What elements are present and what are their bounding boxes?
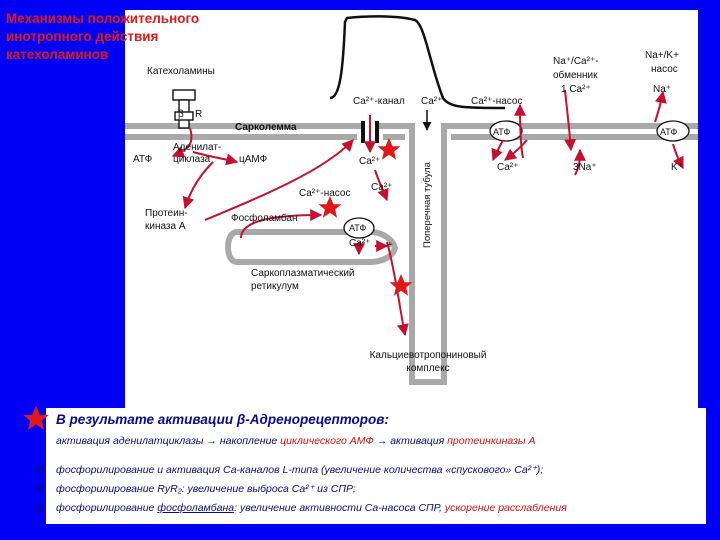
label-troponin: комплекс: [406, 363, 450, 374]
label-sarcolemma: Сарколемма: [235, 122, 297, 133]
bullet-text: фосфорилирование RyR₂: увеличение выброс…: [56, 483, 356, 495]
diagram-svg: [125, 15, 698, 385]
bullet-text-relaxation: ускорение расслабления: [444, 502, 567, 514]
atp-pump-nak: [656, 120, 690, 142]
bullet-marker-icon: Ø: [36, 502, 45, 514]
label-protein-kinase: киназа А: [145, 221, 186, 232]
label-atp-sr: АТФ: [349, 223, 367, 233]
label-t-tubule: Поперечная тубула: [422, 162, 433, 248]
label-ca-pump-sr: Ca²⁺-насос: [299, 188, 351, 199]
label-ca-below-channel: Ca²⁺: [359, 156, 381, 167]
ca-channel: [361, 121, 365, 143]
bullet-text: фосфорилирование и активация Са-каналов …: [56, 464, 544, 476]
atp-pump-membrane: [489, 120, 523, 142]
star-icon: [23, 405, 49, 430]
title-line: инотропного действия: [6, 29, 159, 44]
label-atp-right: АТФ: [660, 127, 678, 137]
title-line: катехоламинов: [6, 47, 109, 62]
diagram-panel: Катехоламины β R Сарколемма АТФ Аденилат…: [125, 10, 698, 408]
label-phospholamban: Фосфоламбан: [231, 213, 298, 224]
label-camp: цАМФ: [239, 154, 268, 165]
beta-receptor: [172, 89, 196, 129]
label-adenylate-cyclase: циклаза: [173, 154, 211, 165]
label-ca-channel: Ca²⁺-канал: [353, 96, 405, 107]
bullet-text-part: фосфорилирование: [56, 502, 158, 514]
red-arrows: [171, 89, 684, 337]
action-potential-curve: [329, 15, 506, 110]
red-stars: [318, 138, 413, 296]
label-na-top: Na⁺: [653, 84, 672, 95]
label-beta: β: [178, 109, 184, 120]
label-sr: ретикулум: [251, 281, 299, 292]
label-k-plus: K⁺: [671, 162, 683, 173]
ca-channel: [375, 121, 379, 143]
bullet-text: фосфорилирование фосфоламбана: увеличени…: [56, 502, 567, 514]
label-troponin: Кальциевотропониновый: [369, 350, 487, 361]
cascade-text: активация аденилатциклазы → накопление: [56, 435, 281, 447]
bullet-text-phospholamban: фосфоламбана: [157, 502, 235, 514]
summary-panel: В результате активации β-Адренорецепторо…: [46, 408, 706, 524]
label-protein-kinase: Протеин-: [145, 208, 188, 219]
sarcolemma-membrane: [125, 123, 698, 140]
label-exchanger: Na⁺/Ca²⁺-: [553, 56, 599, 67]
bullet-item: Ø фосфорилирование RyR₂: увеличение выбр…: [36, 483, 716, 502]
label-3na: 3Na⁺: [573, 162, 597, 173]
bullet-marker-icon: Ø: [36, 464, 45, 476]
bullet-list: Ø фосфорилирование и активация Са-канало…: [36, 464, 716, 521]
label-adenylate-cyclase: Аденилат-: [173, 142, 222, 153]
label-nak-pump: насос: [651, 64, 678, 75]
title-line: Механизмы положительного: [6, 11, 200, 26]
label-ca-sr: Ca²⁺: [349, 238, 371, 249]
label-ca-pump-membrane: Ca²⁺-насос: [471, 96, 523, 107]
summary-heading: В результате активации β-Адренорецепторо…: [56, 412, 389, 427]
cascade-text: → активация: [373, 435, 448, 447]
label-exchanger: 1 Ca²⁺: [561, 84, 591, 95]
label-plus: +: [387, 240, 393, 251]
cascade-pka: протеинкиназы А: [447, 435, 536, 447]
bullet-item: Ø фосфорилирование фосфоламбана: увеличе…: [36, 502, 716, 521]
label-nak-pump: Na+/K+: [645, 50, 679, 61]
label-catecholamines: Катехоламины: [147, 66, 215, 77]
bullet-item: Ø фосфорилирование и активация Са-канало…: [36, 464, 716, 483]
bullet-marker-icon: Ø: [36, 483, 45, 495]
star-icon: [377, 138, 401, 160]
label-atp-membrane: АТФ: [493, 127, 511, 137]
atp-pump-sr: [343, 217, 375, 239]
bullet-text-part: : увеличение активности Са-насоса СПР,: [234, 502, 445, 514]
label-atp-left: АТФ: [133, 154, 153, 165]
label-ca-sr-top: Ca²⁺: [371, 182, 393, 193]
t-tubule: [409, 123, 447, 385]
label-sr: Саркоплазматический: [251, 268, 355, 279]
summary-cascade: активация аденилатциклазы → накопление ц…: [56, 435, 536, 447]
slide-title: Механизмы положительного инотропного дей…: [6, 10, 236, 64]
cascade-camp: циклического АМФ: [280, 435, 374, 447]
star-icon: [389, 274, 413, 296]
star-icon: [318, 196, 342, 218]
label-r: R: [195, 109, 203, 120]
label-exchanger: обменник: [553, 70, 598, 81]
label-ca-top: Ca²⁺: [421, 96, 443, 107]
label-ca-out: Ca²⁺: [497, 162, 519, 173]
